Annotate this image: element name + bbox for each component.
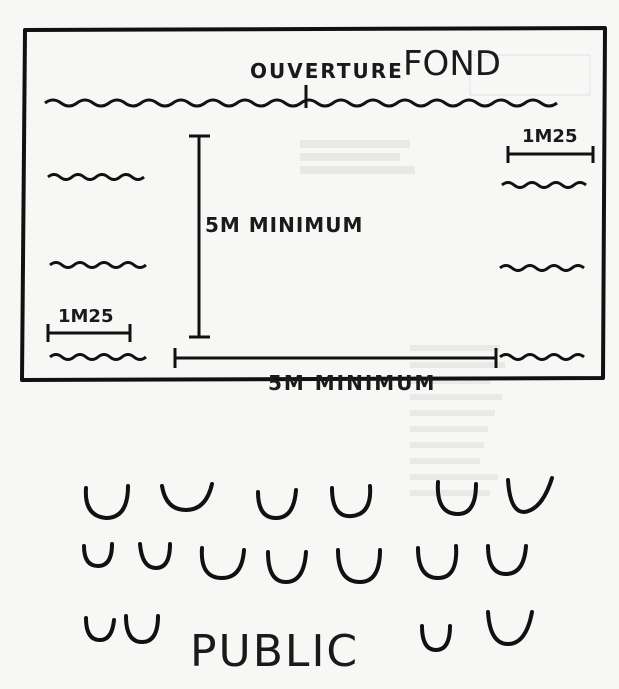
audience-mark <box>199 546 246 581</box>
stage-outline <box>20 26 607 382</box>
back-curtain-line <box>44 98 558 108</box>
audience-mark <box>486 544 528 577</box>
audience-mark <box>420 624 452 653</box>
back-label: FOND <box>403 44 501 84</box>
audience-mark <box>486 610 534 647</box>
audience-mark <box>83 484 130 521</box>
opening-label: OUVERTURE <box>250 59 404 83</box>
right-wing-1 <box>501 181 587 189</box>
audience-mark <box>82 542 114 569</box>
audience-marks <box>82 476 554 653</box>
left-wing-width-label: 1M25 <box>58 306 114 327</box>
audience-mark <box>256 488 298 521</box>
width-minimum-label: 5M MINIMUM <box>268 371 436 395</box>
bleed-through <box>300 54 591 496</box>
audience-mark <box>124 614 160 645</box>
audience-mark <box>506 476 554 515</box>
audience-mark <box>138 542 172 571</box>
right-wing-width-label: 1M25 <box>522 126 578 147</box>
audience-mark <box>336 548 382 585</box>
audience-mark <box>330 484 373 519</box>
depth-minimum-label: 5M MINIMUM <box>205 213 363 237</box>
left-wing-2 <box>49 261 147 269</box>
left-wing-3 <box>49 353 147 361</box>
audience-mark <box>160 482 214 513</box>
audience-mark <box>435 480 478 517</box>
audience-mark <box>416 544 459 581</box>
audience-mark <box>266 550 308 585</box>
right-wing-2 <box>499 264 585 272</box>
audience-label: PUBLIC <box>190 626 359 677</box>
right-wing-3 <box>499 353 585 361</box>
left-wing-1 <box>47 173 145 181</box>
audience-mark <box>84 616 116 643</box>
